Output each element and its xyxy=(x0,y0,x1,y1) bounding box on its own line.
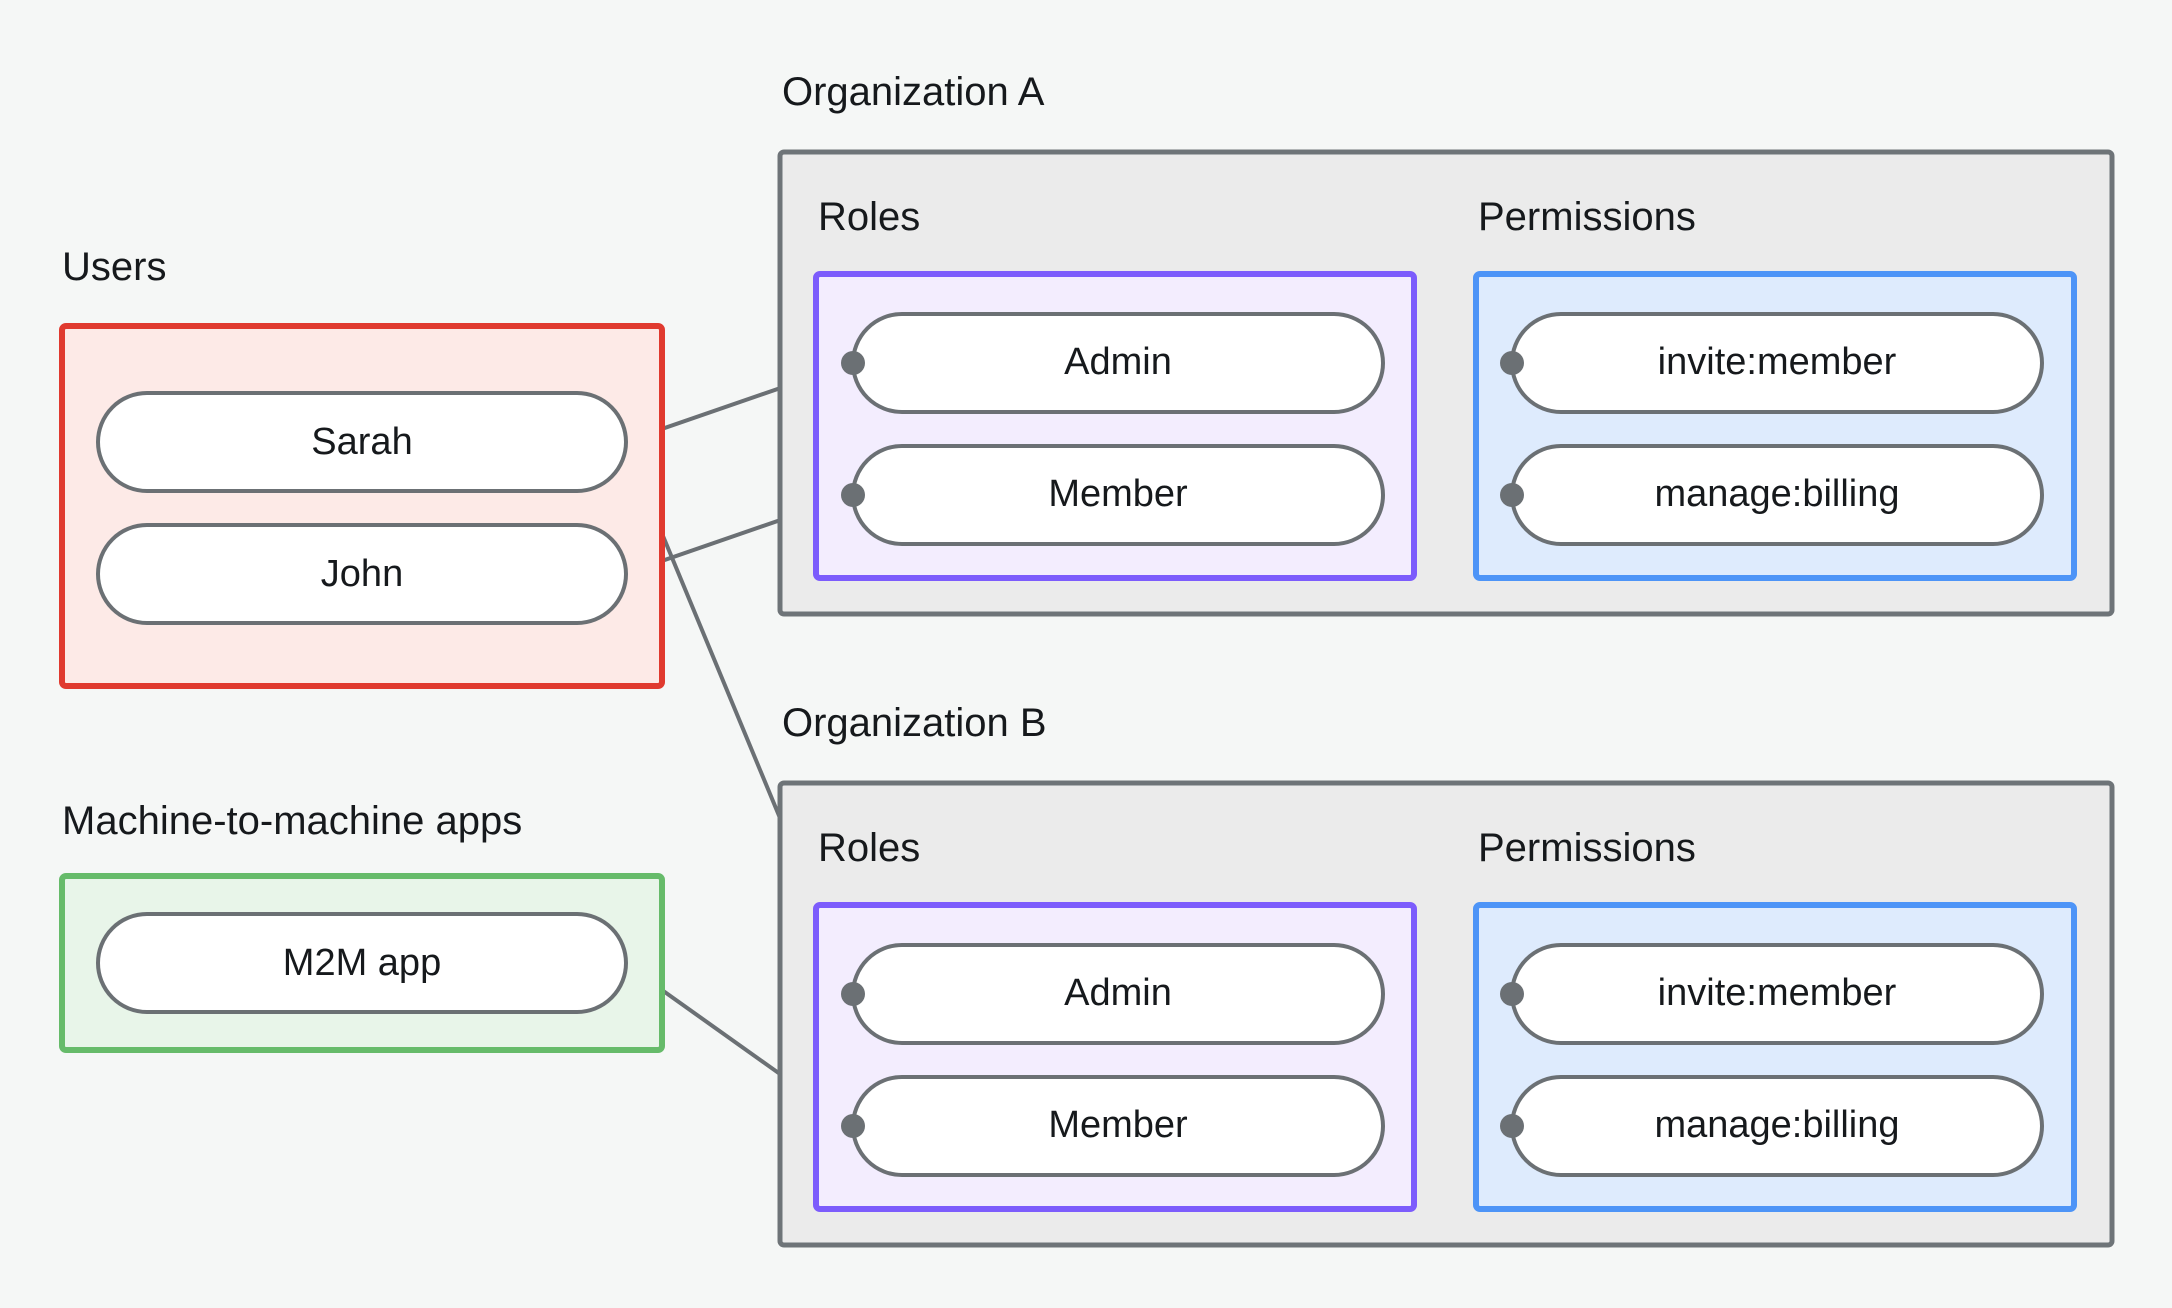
node-org-b-invite-label: invite:member xyxy=(1658,972,1897,1014)
node-john-label: John xyxy=(321,553,403,595)
node-org-a-member[interactable]: Member xyxy=(851,444,1385,546)
node-john-pill[interactable] xyxy=(96,523,628,625)
node-sarah-pill[interactable] xyxy=(96,391,628,493)
endpoint-org-a-billing-in xyxy=(1500,483,1524,507)
node-org-a-billing[interactable]: manage:billing xyxy=(1510,444,2044,546)
org-a-roles-title: Roles xyxy=(818,195,920,239)
endpoint-org-b-invite-in xyxy=(1500,982,1524,1006)
endpoint-org-b-billing-in xyxy=(1500,1114,1524,1138)
node-org-b-admin-label: Admin xyxy=(1064,972,1172,1014)
node-org-a-admin[interactable]: Admin xyxy=(851,312,1385,414)
node-org-a-invite-label: invite:member xyxy=(1658,341,1897,383)
node-john[interactable]: John xyxy=(96,523,628,625)
node-m2m-app[interactable]: M2M app xyxy=(96,912,628,1014)
node-org-b-admin[interactable]: Admin xyxy=(851,943,1385,1045)
node-org-b-billing-label: manage:billing xyxy=(1654,1104,1899,1146)
endpoint-org-a-invite-in xyxy=(1500,351,1524,375)
node-sarah[interactable]: Sarah xyxy=(96,391,628,493)
org-a-title: Organization A xyxy=(782,70,1045,114)
users-group-title: Users xyxy=(62,245,166,289)
node-m2m-app-label: M2M app xyxy=(283,942,441,984)
node-org-a-member-label: Member xyxy=(1048,473,1188,515)
org-a-permissions-title: Permissions xyxy=(1478,195,1696,239)
edge-endpoint-layer xyxy=(841,351,1524,1138)
endpoint-org-b-admin-in xyxy=(841,982,865,1006)
endpoint-org-a-member-in xyxy=(841,483,865,507)
node-org-b-member[interactable]: Member xyxy=(851,1075,1385,1177)
org-b-title: Organization B xyxy=(782,701,1047,745)
org-b-roles-title: Roles xyxy=(818,826,920,870)
node-org-b-member-label: Member xyxy=(1048,1104,1188,1146)
node-sarah-label: Sarah xyxy=(311,421,412,463)
node-org-b-invite[interactable]: invite:member xyxy=(1510,943,2044,1045)
node-org-a-billing-label: manage:billing xyxy=(1654,473,1899,515)
endpoint-org-b-member-in xyxy=(841,1114,865,1138)
node-org-b-billing[interactable]: manage:billing xyxy=(1510,1075,2044,1177)
node-org-a-invite[interactable]: invite:member xyxy=(1510,312,2044,414)
org-b-permissions-title: Permissions xyxy=(1478,826,1696,870)
node-m2m-app-pill[interactable] xyxy=(96,912,628,1014)
node-org-a-admin-label: Admin xyxy=(1064,341,1172,383)
endpoint-org-a-admin-in xyxy=(841,351,865,375)
users-group-box xyxy=(59,323,665,689)
m2m-group-title: Machine-to-machine apps xyxy=(62,799,522,843)
